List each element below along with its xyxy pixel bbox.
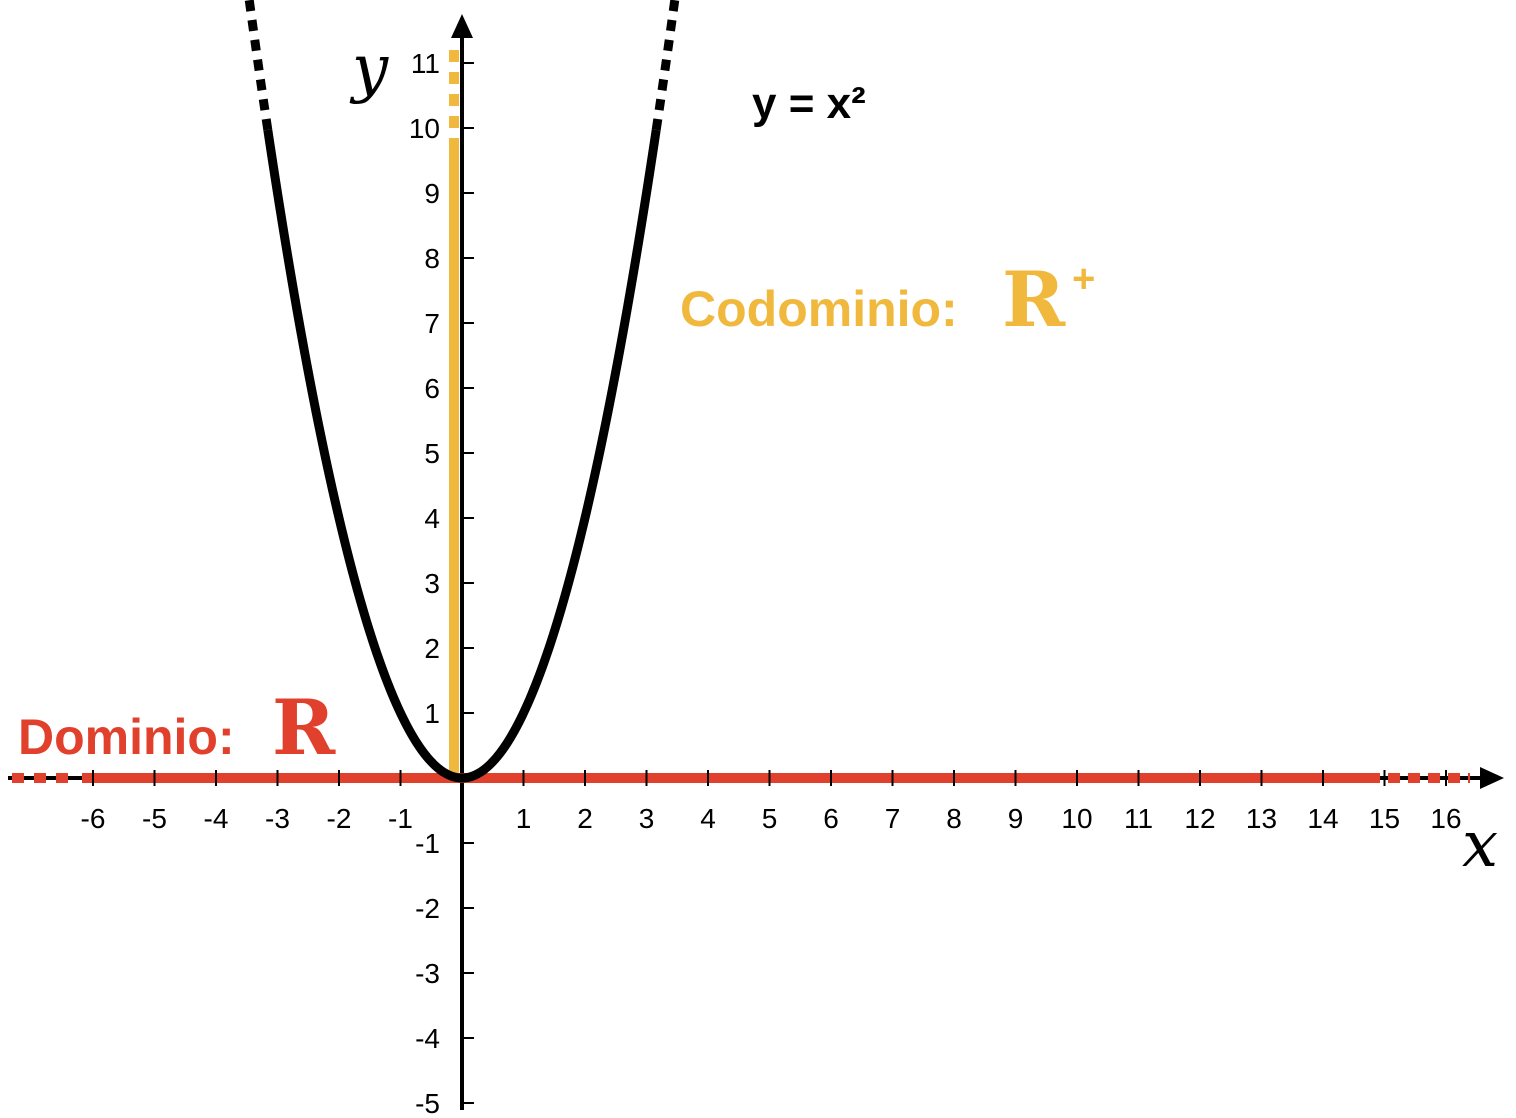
axes (8, 14, 1504, 1110)
y-tick-label: -1 (415, 828, 440, 859)
x-tick-label: 15 (1369, 803, 1400, 834)
y-axis-name: y (349, 32, 389, 106)
x-tick-label: -3 (265, 803, 290, 834)
x-tick-label: -5 (142, 803, 167, 834)
y-tick-label: 5 (424, 438, 440, 469)
codomain-superscript: + (1072, 257, 1095, 301)
y-tick-label: 2 (424, 633, 440, 664)
x-tick-label: 7 (885, 803, 901, 834)
x-tick-label: 11 (1124, 803, 1153, 834)
x-tick-label: 1 (516, 803, 532, 834)
y-ticks: -5 -4 -3 -2 -1 1 2 3 4 5 6 7 8 9 10 11 (409, 48, 474, 1118)
codomain-label: Codominio: (680, 281, 958, 337)
y-tick-label: -5 (415, 1088, 440, 1118)
y-tick-label: 9 (424, 178, 440, 209)
x-tick-label: 14 (1307, 803, 1338, 834)
x-tick-label: 16 (1430, 803, 1461, 834)
x-tick-label: -4 (204, 803, 229, 834)
domain-label: Dominio: (18, 709, 235, 765)
y-tick-label: 8 (424, 243, 440, 274)
parabola-continuation-right (651, 0, 680, 131)
codomain-symbol: R (1002, 255, 1066, 344)
x-tick-label: 2 (577, 803, 593, 834)
y-tick-label: 6 (424, 373, 440, 404)
x-tick-label: 10 (1061, 803, 1092, 834)
x-tick-label: 4 (700, 803, 716, 834)
x-tick-label: -1 (388, 803, 413, 834)
domain-symbol: R (272, 683, 336, 772)
curve-group (244, 0, 680, 783)
y-tick-label: 10 (409, 113, 440, 144)
x-tick-label: 9 (1008, 803, 1024, 834)
parabola-curve (263, 129, 661, 783)
x-tick-label: 13 (1246, 803, 1277, 834)
x-tick-label: 6 (823, 803, 839, 834)
y-tick-label: -4 (415, 1023, 440, 1054)
x-tick-label: 3 (639, 803, 655, 834)
y-tick-label: 3 (424, 568, 440, 599)
highlights (12, 44, 1470, 783)
y-axis-arrowhead (451, 14, 473, 38)
parabola-continuation-left (244, 0, 273, 131)
y-tick-label: 4 (424, 503, 440, 534)
y-tick-label: -2 (415, 893, 440, 924)
y-tick-label: 1 (424, 698, 440, 729)
x-tick-label: 12 (1184, 803, 1215, 834)
x-axis-arrowhead (1480, 767, 1504, 789)
x-tick-label: -2 (327, 803, 352, 834)
x-tick-label: 8 (946, 803, 962, 834)
y-tick-label: 11 (411, 48, 440, 79)
x-tick-label: 5 (762, 803, 778, 834)
y-tick-label: -3 (415, 958, 440, 989)
formula-label: y = x² (752, 79, 866, 128)
y-tick-label: 7 (424, 308, 440, 339)
x-axis-name: x (1462, 808, 1498, 882)
x-tick-label: -6 (81, 803, 106, 834)
